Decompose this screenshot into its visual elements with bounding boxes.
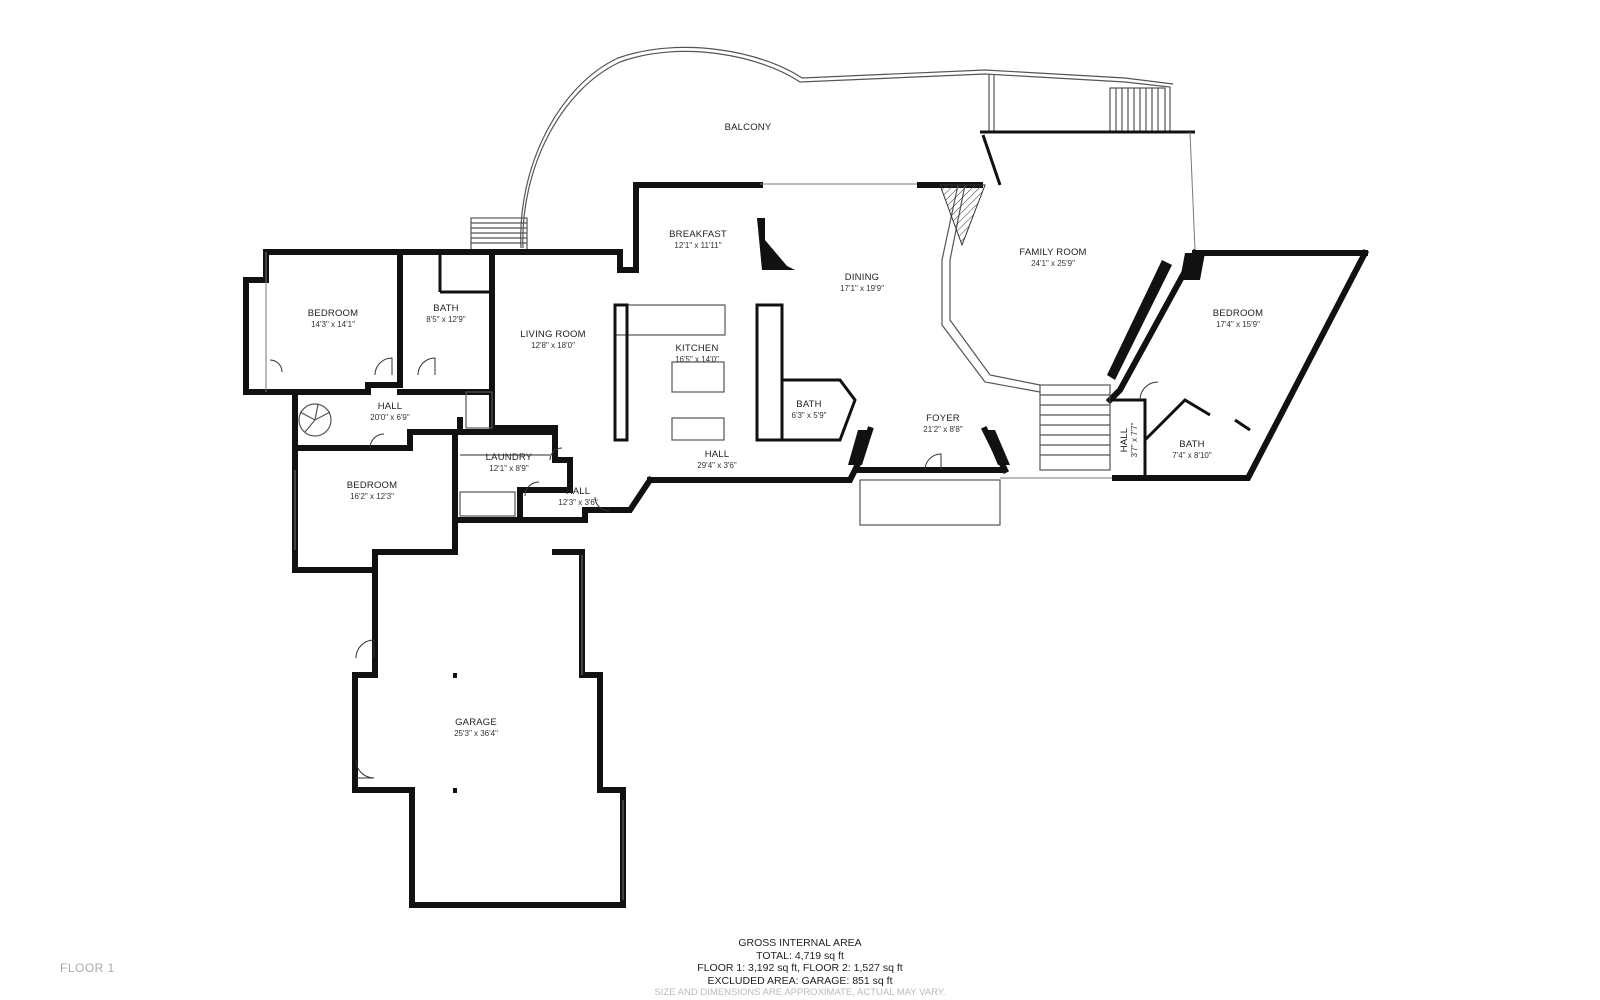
room-label-hall-small: HALL: [566, 486, 591, 497]
room-label-bath-center: BATH: [796, 399, 821, 410]
room-dim-bath-nw: 8'5" x 12'9": [426, 315, 466, 324]
room-label-bedroom-nw: BEDROOM: [308, 308, 359, 319]
room-dim-bath-east: 7'4" x 8'10": [1172, 451, 1212, 460]
room-label-hall-east: HALL: [1119, 428, 1130, 453]
room-dim-foyer: 21'2" x 8'8": [923, 425, 963, 434]
interior-walls: [298, 184, 1251, 793]
room-dim-dining: 17'1" x 19'9": [840, 284, 884, 293]
room-label-family-room: FAMILY ROOM: [1019, 247, 1086, 258]
room-dim-breakfast: 12'1" x 11'11": [674, 241, 721, 250]
room-dim-garage: 25'3" x 36'4": [454, 729, 498, 738]
room-dim-bath-center: 6'3" x 5'9": [792, 411, 827, 420]
room-dim-living-room: 12'8" x 18'0": [531, 341, 575, 350]
area-heading: GROSS INTERNAL AREA: [738, 937, 862, 949]
exterior-walls: [243, 130, 1370, 908]
room-label-laundry: LAUNDRY: [486, 452, 533, 463]
room-label-breakfast: BREAKFAST: [669, 229, 727, 240]
area-summary: GROSS INTERNAL AREA TOTAL: 4,719 sq ft F…: [600, 937, 1000, 1000]
room-dim-hall-east: 3'7" x 7'7": [1130, 422, 1139, 457]
room-dim-hall-west: 20'0" x 6'9": [370, 413, 410, 422]
room-dim-hall-small: 12'3" x 3'6": [558, 498, 598, 507]
room-dim-bedroom-east: 17'4" x 15'9": [1216, 320, 1260, 329]
room-label-bath-nw: BATH: [433, 303, 458, 314]
room-dim-bedroom-sw: 16'2" x 12'3": [350, 492, 394, 501]
room-dim-bedroom-nw: 14'3" x 14'1": [311, 320, 355, 329]
room-dim-family-room: 24'1" x 25'9": [1031, 259, 1075, 268]
doors: [269, 357, 1159, 779]
room-label-foyer: FOYER: [926, 413, 960, 424]
floor-label: FLOOR 1: [60, 961, 115, 975]
area-total: TOTAL: 4,719 sq ft: [756, 949, 844, 962]
area-excluded: EXCLUDED AREA: GARAGE: 851 sq ft: [707, 974, 893, 987]
room-labels: BALCONY BREAKFAST 12'1" x 11'11" DINING …: [308, 122, 1264, 738]
balcony-stairs-west: [470, 217, 528, 251]
room-label-bath-east: BATH: [1179, 439, 1204, 450]
balcony-stairs-east: [1115, 88, 1159, 132]
room-label-balcony: BALCONY: [725, 122, 772, 133]
room-label-dining: DINING: [845, 272, 879, 283]
room-label-bedroom-sw: BEDROOM: [347, 480, 398, 491]
room-dim-kitchen: 16'5" x 14'0": [675, 355, 719, 364]
area-floors: FLOOR 1: 3,192 sq ft, FLOOR 2: 1,527 sq …: [697, 962, 903, 974]
room-label-hall-west: HALL: [378, 401, 403, 412]
room-label-hall-center: HALL: [705, 449, 730, 460]
room-dim-laundry: 12'1" x 8'9": [489, 464, 529, 473]
area-disclaimer: SIZE AND DIMENSIONS ARE APPROXIMATE, ACT…: [654, 987, 946, 998]
balcony-outline: [470, 46, 1174, 251]
room-label-living-room: LIVING ROOM: [520, 329, 586, 340]
room-label-garage: GARAGE: [455, 717, 497, 728]
room-dim-hall-center: 29'4" x 3'6": [697, 461, 737, 470]
room-label-kitchen: KITCHEN: [675, 343, 718, 354]
room-label-bedroom-east: BEDROOM: [1213, 308, 1264, 319]
